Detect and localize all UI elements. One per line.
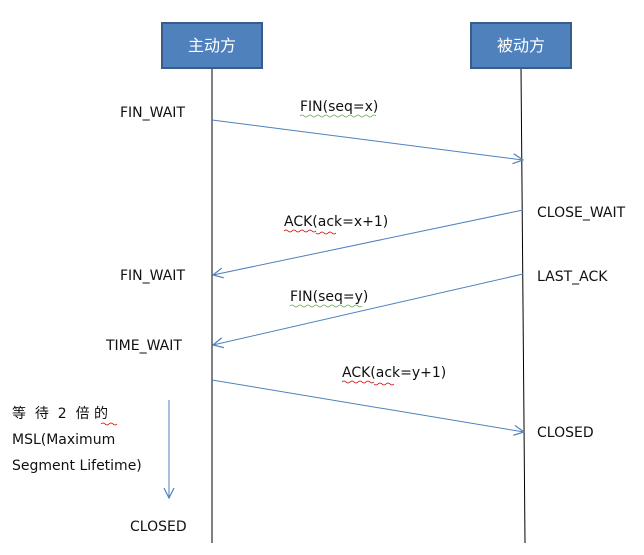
message-ack-x-plus-1: ACK(ack=x+1) bbox=[284, 214, 388, 230]
arrow-ack-x1 bbox=[213, 209, 524, 275]
message-fin-seq-x: FIN(seq=x) bbox=[300, 99, 378, 115]
spell-underline-4 bbox=[341, 380, 395, 386]
left-state-time-wait: TIME_WAIT bbox=[105, 338, 182, 354]
note-line-1: 等 待 2 倍 的 bbox=[12, 405, 108, 422]
right-actor-box: 被动方 bbox=[470, 22, 572, 69]
right-state-last-ack: LAST_ACK bbox=[537, 269, 608, 285]
spell-underline-3 bbox=[289, 304, 363, 308]
arrow-ack-y1 bbox=[211, 379, 524, 432]
arrow-fin-x bbox=[211, 119, 523, 160]
right-lifeline bbox=[520, 67, 526, 544]
right-state-closed: CLOSED bbox=[537, 425, 594, 441]
message-ack-y-plus-1: ACK(ack=y+1) bbox=[342, 365, 446, 381]
spell-underline-1 bbox=[299, 114, 377, 118]
right-actor-label: 被动方 bbox=[497, 36, 545, 55]
spell-underline-note bbox=[100, 422, 118, 426]
left-state-fin-wait-1: FIN_WAIT bbox=[120, 105, 185, 121]
left-actor-label: 主动方 bbox=[188, 36, 236, 55]
note-line-2: MSL(Maximum bbox=[12, 432, 115, 448]
right-state-close-wait: CLOSE_WAIT bbox=[537, 205, 626, 221]
spell-underline-2 bbox=[283, 229, 337, 235]
arrow-fin-y bbox=[213, 273, 524, 345]
left-state-closed: CLOSED bbox=[130, 519, 187, 535]
note-line-3: Segment Lifetime) bbox=[12, 458, 142, 474]
message-fin-seq-y: FIN(seq=y) bbox=[290, 289, 368, 305]
left-actor-box: 主动方 bbox=[161, 22, 263, 69]
left-state-fin-wait-2: FIN_WAIT bbox=[120, 268, 185, 284]
